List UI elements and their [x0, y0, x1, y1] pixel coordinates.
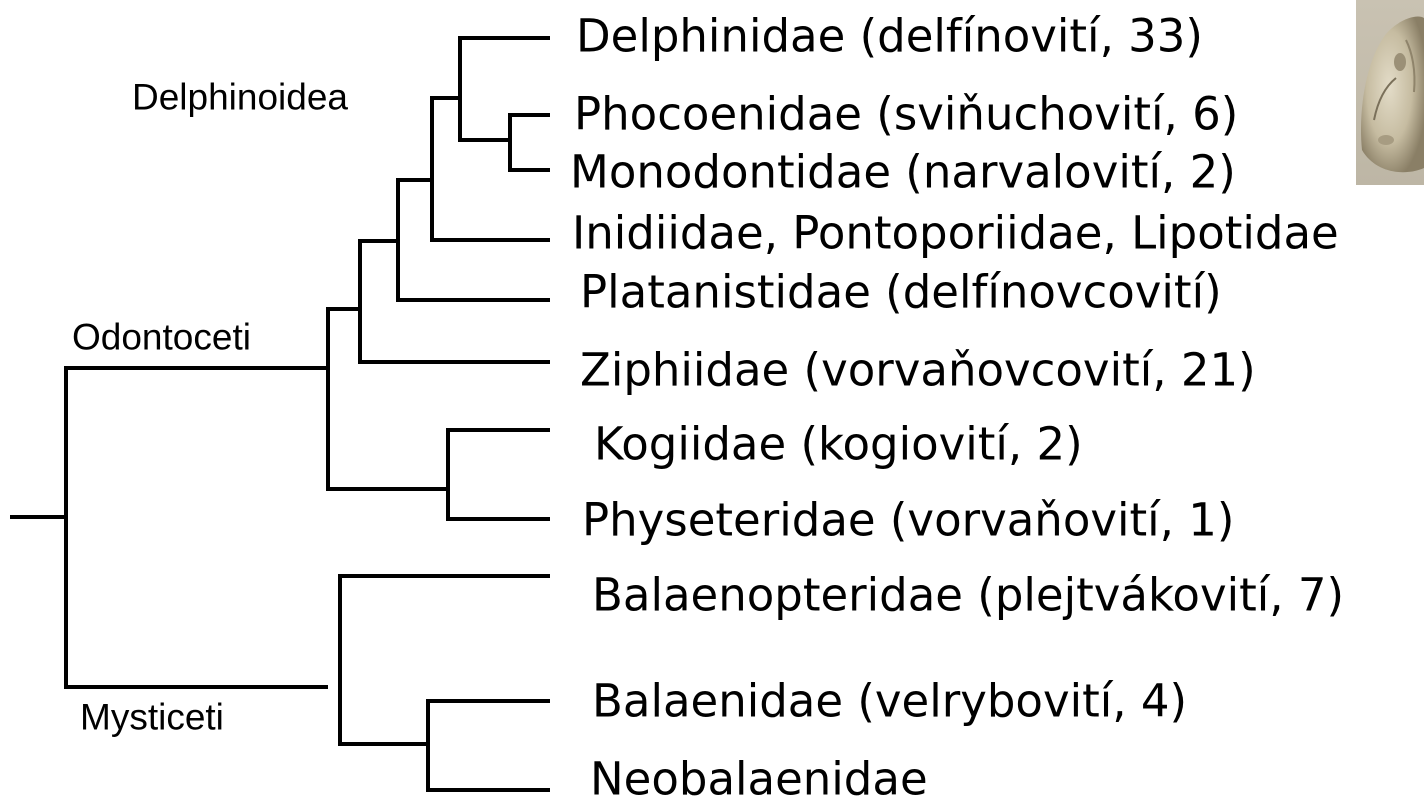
taxon-label-monodontidae: Monodontidae (narvalovití, 2) [570, 150, 1236, 195]
whale-skull-photo [1356, 0, 1424, 185]
taxon-label-kogiidae: Kogiidae (kogiovití, 2) [594, 422, 1083, 467]
taxon-label-river-dolphins: Inidiidae, Pontoporiidae, Lipotidae [572, 211, 1339, 256]
taxon-label-balaenidae: Balaenidae (velrybovití, 4) [592, 679, 1187, 724]
taxon-label-neobalaenidae: Neobalaenidae [590, 757, 928, 802]
clade-label-delphinoidea: Delphinoidea [132, 79, 348, 116]
clade-label-mysticeti: Mysticeti [80, 699, 224, 736]
taxon-label-delphinidae: Delphinidae (delfínovití, 33) [576, 14, 1203, 59]
taxon-label-ziphiidae: Ziphiidae (vorvaňovcovití, 21) [580, 348, 1256, 393]
taxon-label-platanistidae: Platanistidae (delfínovcovití) [580, 270, 1222, 315]
taxon-label-phocoenidae: Phocoenidae (sviňuchovití, 6) [574, 92, 1238, 137]
taxon-label-balaenopteridae: Balaenopteridae (plejtvákovití, 7) [592, 573, 1344, 618]
clade-label-odontoceti: Odontoceti [72, 319, 251, 356]
taxon-label-physeteridae: Physeteridae (vorvaňovití, 1) [582, 498, 1234, 543]
